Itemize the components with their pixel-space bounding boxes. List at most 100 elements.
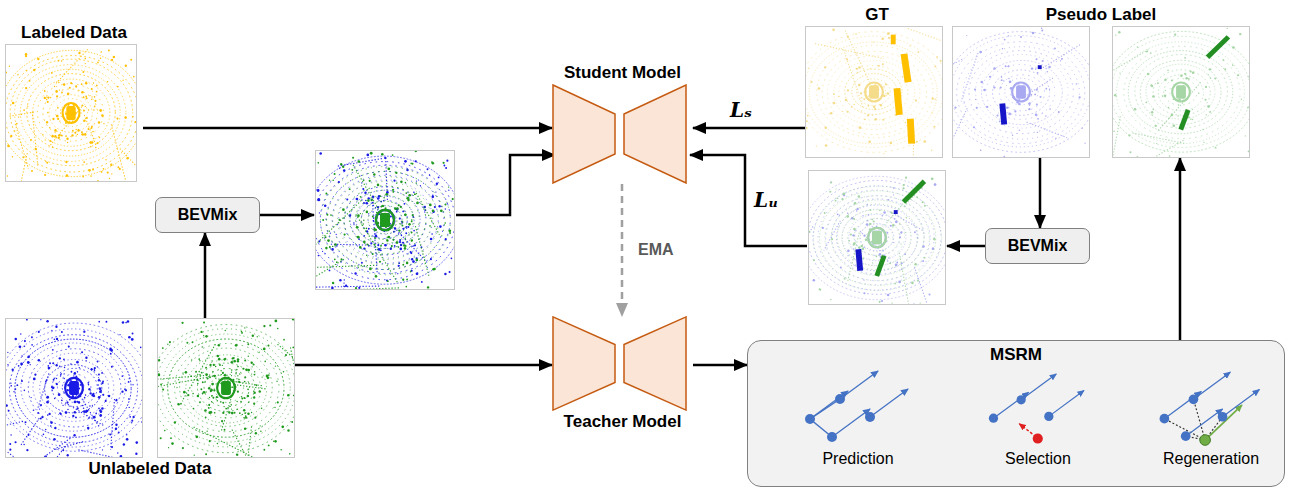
illustration-mark	[430, 238, 433, 241]
illustration-mark	[835, 200, 837, 202]
illustration-mark	[96, 91, 98, 93]
illustration-mark	[1153, 70, 1210, 115]
illustration-mark	[217, 400, 218, 402]
illustration-mark	[398, 265, 400, 267]
illustration-mark	[292, 318, 294, 320]
illustration-mark	[52, 368, 97, 406]
illustration-mark	[129, 407, 130, 408]
illustration-mark	[432, 268, 434, 271]
illustration-mark	[102, 381, 104, 383]
illustration-mark	[169, 341, 171, 343]
illustration-mark	[263, 325, 265, 327]
illustration-mark	[247, 388, 249, 390]
illustration-mark	[46, 99, 47, 100]
illustration-mark	[225, 330, 226, 331]
illustration-mark	[805, 127, 807, 129]
illustration-mark	[342, 166, 344, 168]
illustration-mark	[39, 408, 40, 409]
illustration-mark	[293, 395, 295, 397]
illustration-mark	[446, 160, 448, 162]
illustration-mark	[344, 186, 426, 254]
illustration-mark	[986, 106, 988, 108]
module-container: MSRMPredictionSelectionRegeneration	[747, 340, 1285, 487]
illustration-mark	[913, 303, 914, 304]
illustration-mark	[186, 355, 267, 423]
illustration-mark	[872, 231, 882, 245]
illustration-mark	[1156, 143, 1157, 144]
illustration-mark	[315, 265, 374, 268]
illustration-mark	[63, 373, 64, 374]
illustration-mark	[874, 118, 877, 121]
illustration-mark	[5, 56, 137, 172]
illustration-mark	[1021, 374, 1056, 400]
illustration-mark	[882, 119, 884, 121]
illustration-mark	[410, 271, 412, 273]
illustration-mark	[1202, 129, 1203, 130]
illustration-mark	[51, 390, 52, 391]
illustration-mark	[50, 97, 51, 98]
illustration-mark	[16, 384, 18, 386]
illustration-mark	[117, 86, 119, 88]
illustration-mark	[157, 329, 295, 447]
illustration-mark	[934, 98, 936, 100]
illustration-mark	[40, 404, 42, 406]
illustration-mark	[374, 244, 376, 246]
illustration-mark	[129, 416, 131, 418]
illustration-mark	[54, 338, 56, 340]
illustration-mark	[892, 224, 894, 226]
bounding-box	[874, 255, 886, 277]
illustration-mark	[363, 220, 364, 222]
illustration-mark	[1049, 108, 1051, 110]
illustration-mark	[1146, 51, 1148, 53]
illustration-mark	[1002, 48, 1003, 49]
illustration-mark	[87, 382, 89, 384]
illustration-mark	[99, 109, 102, 112]
illustration-mark	[248, 356, 249, 357]
illustration-mark	[5, 71, 7, 73]
illustration-mark	[857, 79, 891, 106]
illustration-mark	[93, 82, 94, 83]
illustration-mark	[5, 323, 143, 451]
illustration-mark	[63, 392, 65, 394]
illustration-mark	[259, 352, 260, 353]
illustration-mark	[870, 68, 871, 69]
illustration-mark	[220, 370, 221, 371]
illustration-mark	[125, 65, 127, 67]
illustration-mark	[213, 364, 215, 366]
illustration-mark	[1048, 66, 1051, 68]
illustration-mark	[31, 344, 33, 346]
illustration-mark	[892, 226, 893, 227]
illustration-mark	[340, 163, 342, 165]
illustration-mark	[319, 152, 322, 155]
illustration-mark	[27, 74, 116, 151]
illustration-mark	[5, 329, 143, 447]
flow-connector	[1039, 158, 1042, 228]
illustration-mark	[126, 157, 128, 159]
illustration-mark	[292, 346, 294, 348]
illustration-mark	[244, 359, 246, 361]
illustration-mark	[857, 72, 859, 74]
illustration-mark	[15, 124, 28, 169]
illustration-mark	[831, 200, 924, 275]
illustration-mark	[54, 86, 55, 88]
illustration-mark	[869, 85, 879, 98]
illustration-mark	[99, 136, 101, 138]
illustration-mark	[868, 214, 870, 216]
illustration-mark	[842, 198, 844, 200]
illustration-mark	[1152, 95, 1155, 98]
illustration-mark	[893, 242, 894, 243]
illustration-mark	[47, 397, 49, 399]
illustration-mark	[867, 114, 869, 116]
illustration-mark	[78, 90, 79, 91]
illustration-mark	[20, 444, 67, 458]
illustration-mark	[827, 432, 837, 442]
illustration-mark	[12, 156, 13, 158]
illustration-mark	[98, 121, 100, 124]
illustration-mark	[195, 371, 197, 373]
illustration-mark	[263, 449, 265, 451]
illustration-mark	[66, 135, 67, 136]
illustration-mark	[89, 405, 91, 407]
illustration-mark	[83, 96, 85, 98]
illustration-mark	[81, 83, 83, 85]
illustration-mark	[244, 428, 246, 430]
